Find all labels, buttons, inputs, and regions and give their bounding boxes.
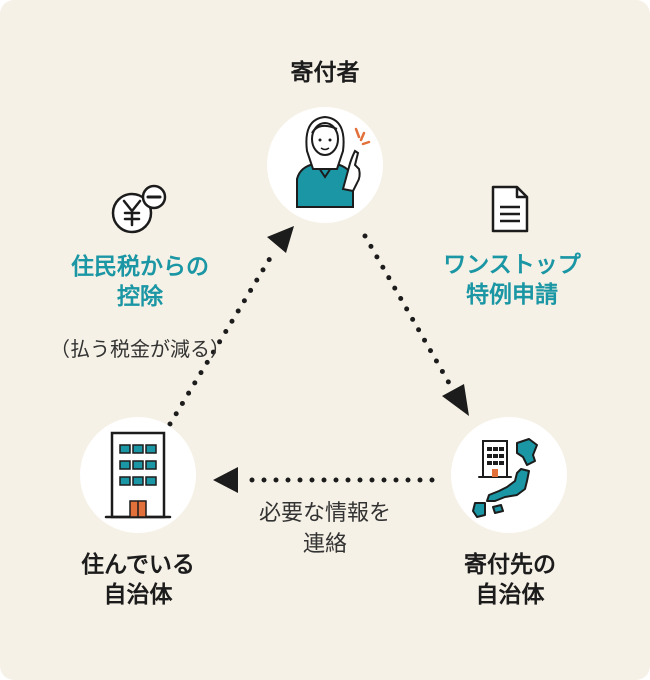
donation-municipality-line2: 自治体 bbox=[475, 582, 545, 609]
resident-municipality-circle bbox=[80, 417, 196, 533]
arrowhead-destination bbox=[442, 384, 469, 416]
arrowhead-resident bbox=[213, 467, 238, 493]
info-contact-line2: 連絡 bbox=[302, 532, 347, 558]
donation-municipality-label: 寄付先の 自治体 bbox=[425, 550, 595, 611]
resident-municipality-line1: 住んでいる bbox=[81, 552, 195, 578]
yen-minus-icon bbox=[110, 183, 172, 235]
japan-map-icon bbox=[472, 438, 538, 518]
info-contact-line1: 必要な情報を bbox=[258, 501, 391, 526]
donation-municipality-line1: 寄付先の bbox=[464, 552, 556, 578]
resident-municipality-line2: 自治体 bbox=[103, 582, 173, 609]
one-stop-line1: ワンストップ bbox=[443, 252, 581, 278]
donor-label: 寄付者 bbox=[290, 60, 360, 86]
info-contact-label: 必要な情報を 連絡 bbox=[240, 498, 410, 560]
one-stop-line2: 特例申請 bbox=[466, 282, 558, 309]
donor-circle bbox=[267, 107, 383, 223]
tax-deduction-note: （払う税金が減る） bbox=[50, 337, 230, 361]
tax-deduction-label: 住民税からの 控除 bbox=[40, 252, 240, 313]
donation-municipality-circle bbox=[451, 417, 567, 533]
arrow-resident-to-donor bbox=[167, 247, 278, 427]
resident-municipality-label: 住んでいる 自治体 bbox=[53, 550, 223, 611]
building-icon bbox=[104, 431, 172, 519]
tax-deduction-line1: 住民税からの bbox=[71, 254, 209, 280]
tax-deduction-line2: 控除 bbox=[117, 284, 163, 311]
document-icon bbox=[490, 185, 530, 233]
arrowhead-donor bbox=[267, 226, 294, 253]
person-pointing-icon bbox=[296, 115, 371, 208]
one-stop-label: ワンストップ 特例申請 bbox=[412, 250, 612, 311]
